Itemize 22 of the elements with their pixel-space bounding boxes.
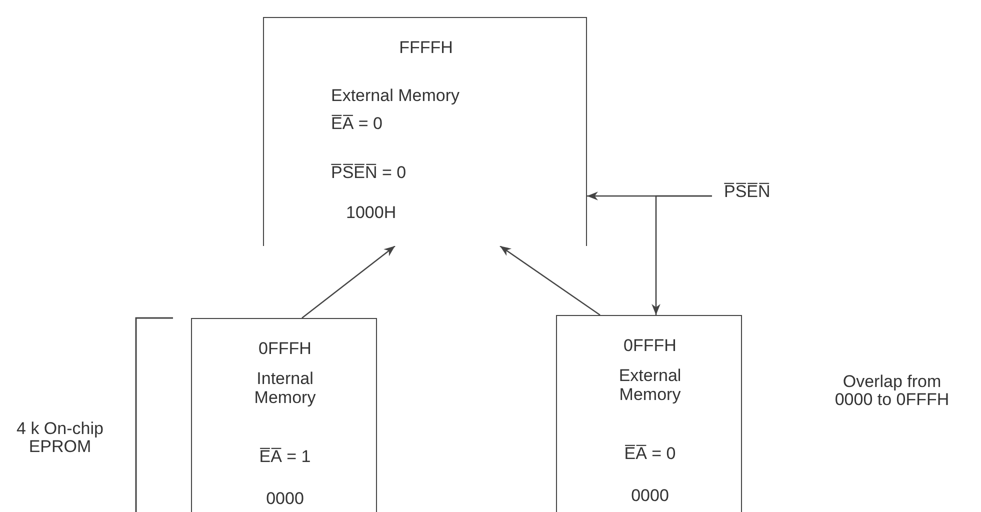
memory-text: 1000H — [346, 203, 396, 222]
memory-text: External Memory — [331, 86, 460, 105]
arrow — [302, 245, 396, 319]
memory-box — [263, 17, 587, 246]
memory-text: 0000 — [265, 489, 305, 508]
signal-label: P̅S̅E̅N̅ — [724, 182, 770, 201]
arrow — [652, 195, 712, 315]
note-text: Overlap from 0000 to 0FFFH — [834, 373, 950, 409]
memory-text: Internal Memory — [253, 369, 317, 407]
memory-text: FFFFH — [398, 38, 454, 57]
memory-text: E̅A̅ = 0 — [623, 444, 677, 463]
note-text: 4 k On-chip EPROM — [16, 420, 104, 456]
memory-text: 0000 — [630, 486, 670, 505]
memory-text: P̅S̅E̅N̅ = 0 — [331, 163, 406, 182]
memory-text: 0FFFH — [258, 339, 312, 358]
memory-text: E̅A̅ = 0 — [331, 114, 383, 133]
memory-text: External Memory — [618, 366, 682, 404]
memory-text: 0FFFH — [622, 336, 678, 355]
memory-box — [556, 315, 742, 512]
arrow — [500, 245, 600, 316]
memory-box — [191, 318, 377, 512]
memory-text: E̅A̅ = 1 — [258, 447, 312, 466]
